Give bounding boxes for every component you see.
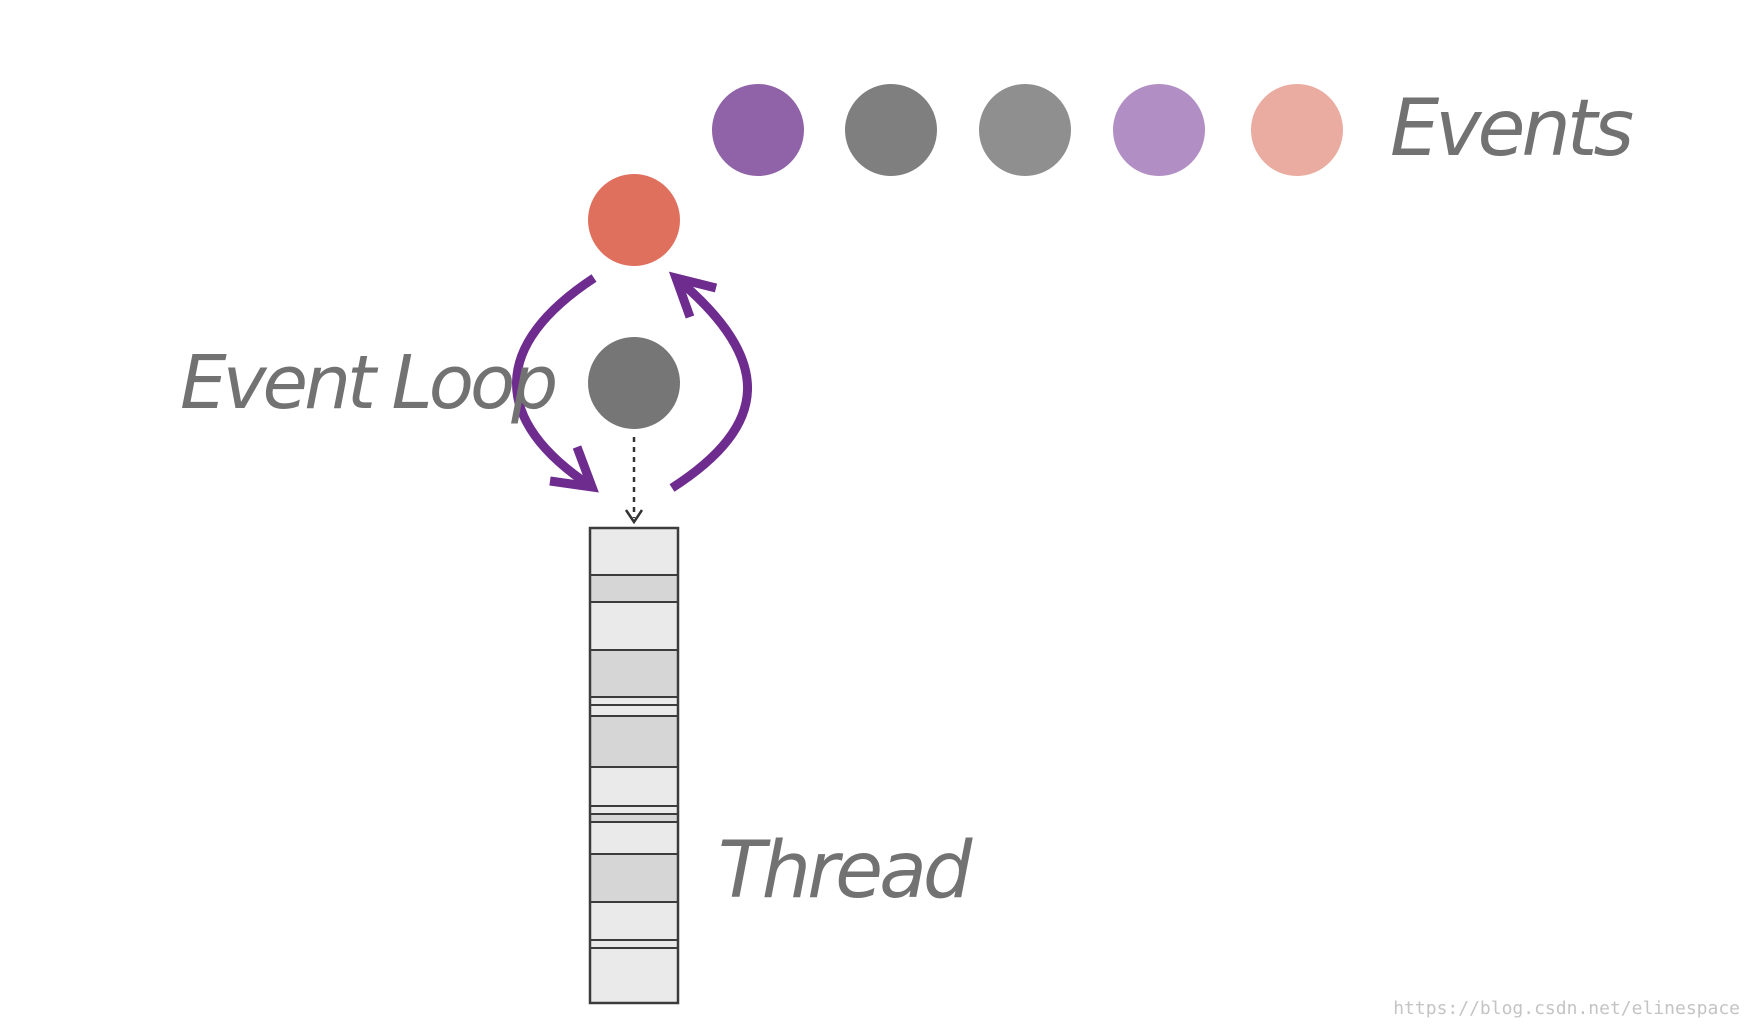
events-label: Events: [1390, 84, 1632, 174]
loop-arrow-left-head-icon: [549, 445, 599, 493]
loop-arrow-right-head-icon: [668, 271, 718, 319]
thread-segment-light: [589, 939, 679, 949]
current-event: [588, 174, 680, 266]
thread-segment-light: [589, 601, 679, 651]
queued-event-5: [1251, 84, 1343, 176]
thread-segment-light: [589, 527, 679, 576]
thread-outline: [588, 526, 680, 1005]
queued-event-4: [1113, 84, 1205, 176]
thread-segment-dark: [589, 574, 679, 603]
thread-segment-light: [589, 901, 679, 941]
thread-stack: [588, 526, 680, 1005]
thread-segment-dark: [589, 715, 679, 768]
queued-event-3: [979, 84, 1071, 176]
loop-arrow-right: [669, 274, 752, 492]
thread-segment-light: [589, 696, 679, 706]
thread-segment-light: [589, 704, 679, 717]
queued-event-2: [845, 84, 937, 176]
thread-segment-dark: [589, 813, 679, 823]
thread-segment-light: [589, 766, 679, 807]
event-loop-label: Event Loop: [180, 340, 555, 426]
loop-arrow-left: [512, 274, 597, 491]
event-loop: [512, 271, 752, 493]
thread-segment-dark: [589, 649, 679, 698]
dispatch-arrow-head-icon: [624, 509, 644, 525]
thread-segment-light: [589, 947, 679, 1004]
dispatch-arrow: [624, 437, 644, 525]
watermark: https://blog.csdn.net/elinespace: [1393, 998, 1740, 1019]
thread-segment-light: [589, 821, 679, 855]
thread-segment-dark: [589, 853, 679, 903]
queued-event-1: [712, 84, 804, 176]
event-loop-center: [588, 337, 680, 429]
thread-segment-light: [589, 805, 679, 815]
event-queue: [712, 84, 1343, 176]
thread-label: Thread: [718, 826, 973, 916]
